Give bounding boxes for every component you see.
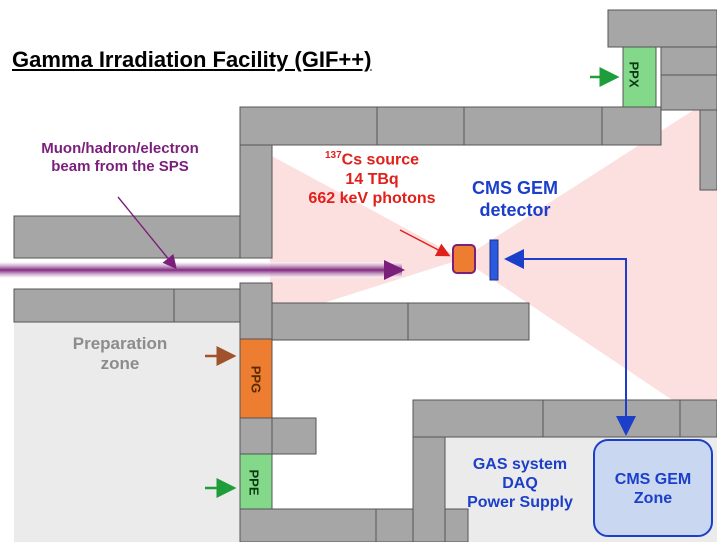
source-activity: 14 TBq: [345, 170, 399, 188]
beam-label-line1: Muon/hadron/electron: [41, 140, 199, 157]
gas-label-line3: Power Supply: [467, 494, 573, 512]
detector-label-line1: CMS GEM: [471, 178, 558, 198]
source-name: Cs source: [341, 151, 420, 169]
source-isotope-mass: 137: [324, 150, 342, 161]
source-energy: 662 keV photons: [308, 189, 436, 207]
irradiation-cone-right: [462, 95, 717, 430]
source-label-pointer: [399, 229, 451, 257]
beam-arrow-head: [384, 260, 405, 280]
detector-label-line2: detector: [479, 199, 551, 220]
ppx-label: PPX: [626, 61, 642, 88]
beam-label-pointer: [117, 196, 177, 270]
ppg-label: PPG: [248, 365, 264, 394]
preparation-label-line2: zone: [100, 354, 140, 374]
cms-gem-zone-label: CMS GEM Zone: [594, 470, 712, 508]
particle-beam: [0, 262, 402, 278]
page-title: Gamma Irradiation Facility (GIF++): [12, 47, 372, 72]
gas-label-line1: GAS system: [472, 456, 568, 473]
gas-label-line2: DAQ: [502, 475, 538, 493]
cms-gem-zone-box: [593, 439, 713, 537]
source-label: 137Cs source 14 TBq 662 keV photons: [292, 150, 452, 208]
gas-system-label: GAS system DAQ Power Supply: [455, 455, 585, 513]
irradiation-cone-left: [270, 155, 462, 320]
cs-source: [452, 244, 476, 274]
gem-detector: [489, 239, 499, 281]
detector-label: CMS GEM detector: [450, 178, 580, 221]
preparation-label: Preparation zone: [60, 334, 180, 375]
zone-label-line1: CMS GEM: [614, 471, 692, 488]
ppe-door: [239, 453, 273, 510]
beam-label-line2: beam from the SPS: [51, 158, 189, 175]
ppx-door: [622, 46, 657, 108]
source-label-line1: 137Cs source: [292, 150, 452, 170]
preparation-label-line1: Preparation: [72, 334, 168, 353]
zone-label-line2: Zone: [633, 490, 673, 508]
bunker-walls: [13, 9, 717, 542]
beam-label: Muon/hadron/electron beam from the SPS: [0, 140, 240, 176]
ppg-door: [239, 338, 273, 419]
ppe-label: PPE: [246, 469, 262, 496]
preparation-zone-area: [14, 322, 240, 542]
